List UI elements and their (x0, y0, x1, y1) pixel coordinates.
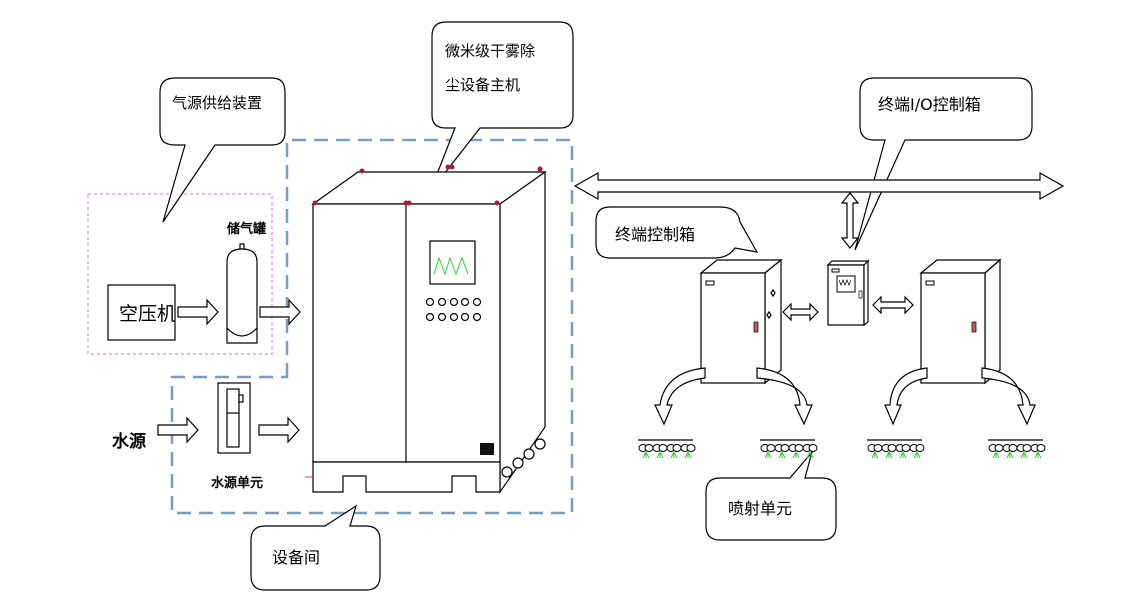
callout-spray-unit: 喷射单元 (705, 451, 837, 541)
spray-nozzle-group-1 (637, 439, 696, 459)
callout-equipment-room-text: 设备间 (272, 548, 320, 567)
io-bus-vertical-arrow (840, 192, 860, 249)
terminal-control-box-right (919, 258, 1002, 385)
water-source-label: 水源 (112, 431, 146, 452)
callout-air-supply: 气源供给装置 (159, 77, 286, 223)
air-compressor: 空压机 (107, 284, 176, 341)
equipment-room-border (170, 138, 574, 515)
spray-nozzle-group-2 (759, 439, 818, 459)
callout-host-text-2: 尘设备主机 (445, 76, 520, 94)
callout-air-supply-text: 气源供给装置 (172, 94, 262, 112)
arrow-io-to-right-box (872, 295, 914, 315)
display-screen (429, 240, 476, 285)
callout-equipment-room: 设备间 (250, 504, 381, 591)
callout-io-box: 终端I/O控制箱 (854, 77, 1033, 251)
compressor-label: 空压机 (119, 303, 176, 325)
arrow-left-box-to-io (782, 302, 819, 322)
air-tank-label: 储气罐 (226, 221, 266, 237)
arrow-water-in (157, 416, 199, 444)
air-tank: 储气罐 (226, 221, 266, 344)
callout-host: 微米级干雾除 尘设备主机 (429, 21, 574, 193)
main-host-cabinet (305, 164, 547, 494)
arrow-compressor-to-tank (177, 298, 219, 326)
control-knobs (425, 297, 482, 322)
terminal-control-box-left (699, 258, 783, 385)
water-unit: 水源单元 (211, 382, 263, 491)
callout-terminal-box-text: 终端控制箱 (615, 225, 695, 244)
spray-nozzle-group-4 (987, 439, 1046, 459)
spray-nozzle-group-3 (866, 439, 925, 459)
arrow-tank-to-host (259, 298, 301, 326)
callout-terminal-box: 终端控制箱 (595, 206, 759, 259)
water-unit-label: 水源单元 (211, 475, 263, 491)
communication-bus-arrow (573, 171, 1065, 201)
terminal-io-control-box (826, 259, 870, 327)
callout-spray-unit-text: 喷射单元 (728, 499, 792, 518)
arrow-water-to-host (258, 416, 300, 444)
curved-arrows-to-spray (654, 367, 1036, 426)
callout-host-text-1: 微米级干雾除 (445, 42, 535, 60)
callout-io-box-text: 终端I/O控制箱 (878, 95, 981, 114)
